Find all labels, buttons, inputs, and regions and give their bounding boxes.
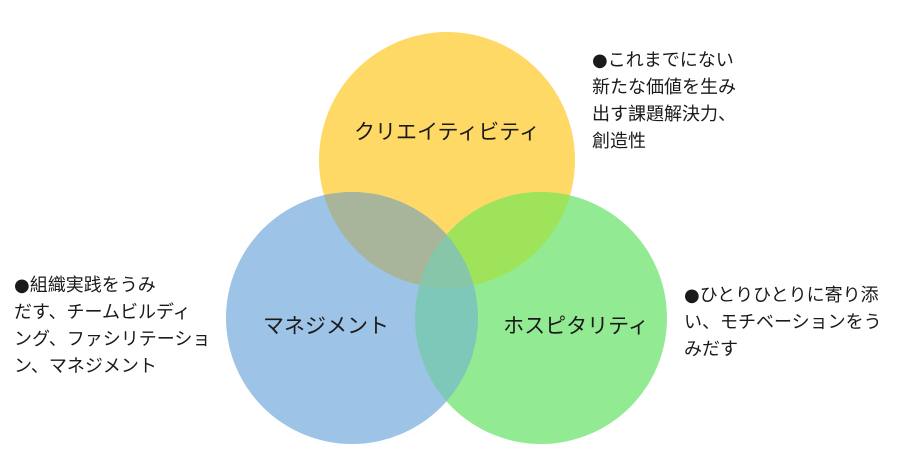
management-note: ●組織実践をうみ だす、チームビルディ ング、ファシリテーショ ン、マネジメント	[14, 272, 210, 380]
creativity-note-line: ●これまでにない	[592, 50, 734, 71]
overlap-creativity-management	[319, 192, 478, 288]
management-note-line: ●組織実践をうみ	[14, 275, 156, 296]
hospitality-note-line: ●ひとりひとりに寄り添	[684, 285, 879, 306]
management-note-line: ング、ファシリテーショ	[14, 329, 211, 350]
hospitality-note: ●ひとりひとりに寄り添 い、モチベーションをう みだす	[684, 282, 882, 363]
overlap-creativity-hospitality	[415, 192, 575, 288]
hospitality-note-line: い、モチベーションをう	[684, 312, 882, 333]
management-note-line: ン、マネジメント	[14, 356, 157, 377]
hospitality-label: ホスピタリティ	[503, 314, 649, 338]
creativity-note-line: 新たな価値を生み	[592, 77, 736, 98]
creativity-note-line: 出す課題解決力、	[592, 104, 736, 125]
management-note-line: だす、チームビルディ	[14, 302, 191, 323]
management-label: マネジメント	[263, 314, 389, 338]
creativity-label: クリエイティビティ	[354, 120, 540, 144]
creativity-note-line: 創造性	[592, 131, 646, 152]
creativity-note: ●これまでにない 新たな価値を生み 出す課題解決力、 創造性	[592, 47, 736, 155]
hospitality-note-line: みだす	[684, 339, 738, 360]
